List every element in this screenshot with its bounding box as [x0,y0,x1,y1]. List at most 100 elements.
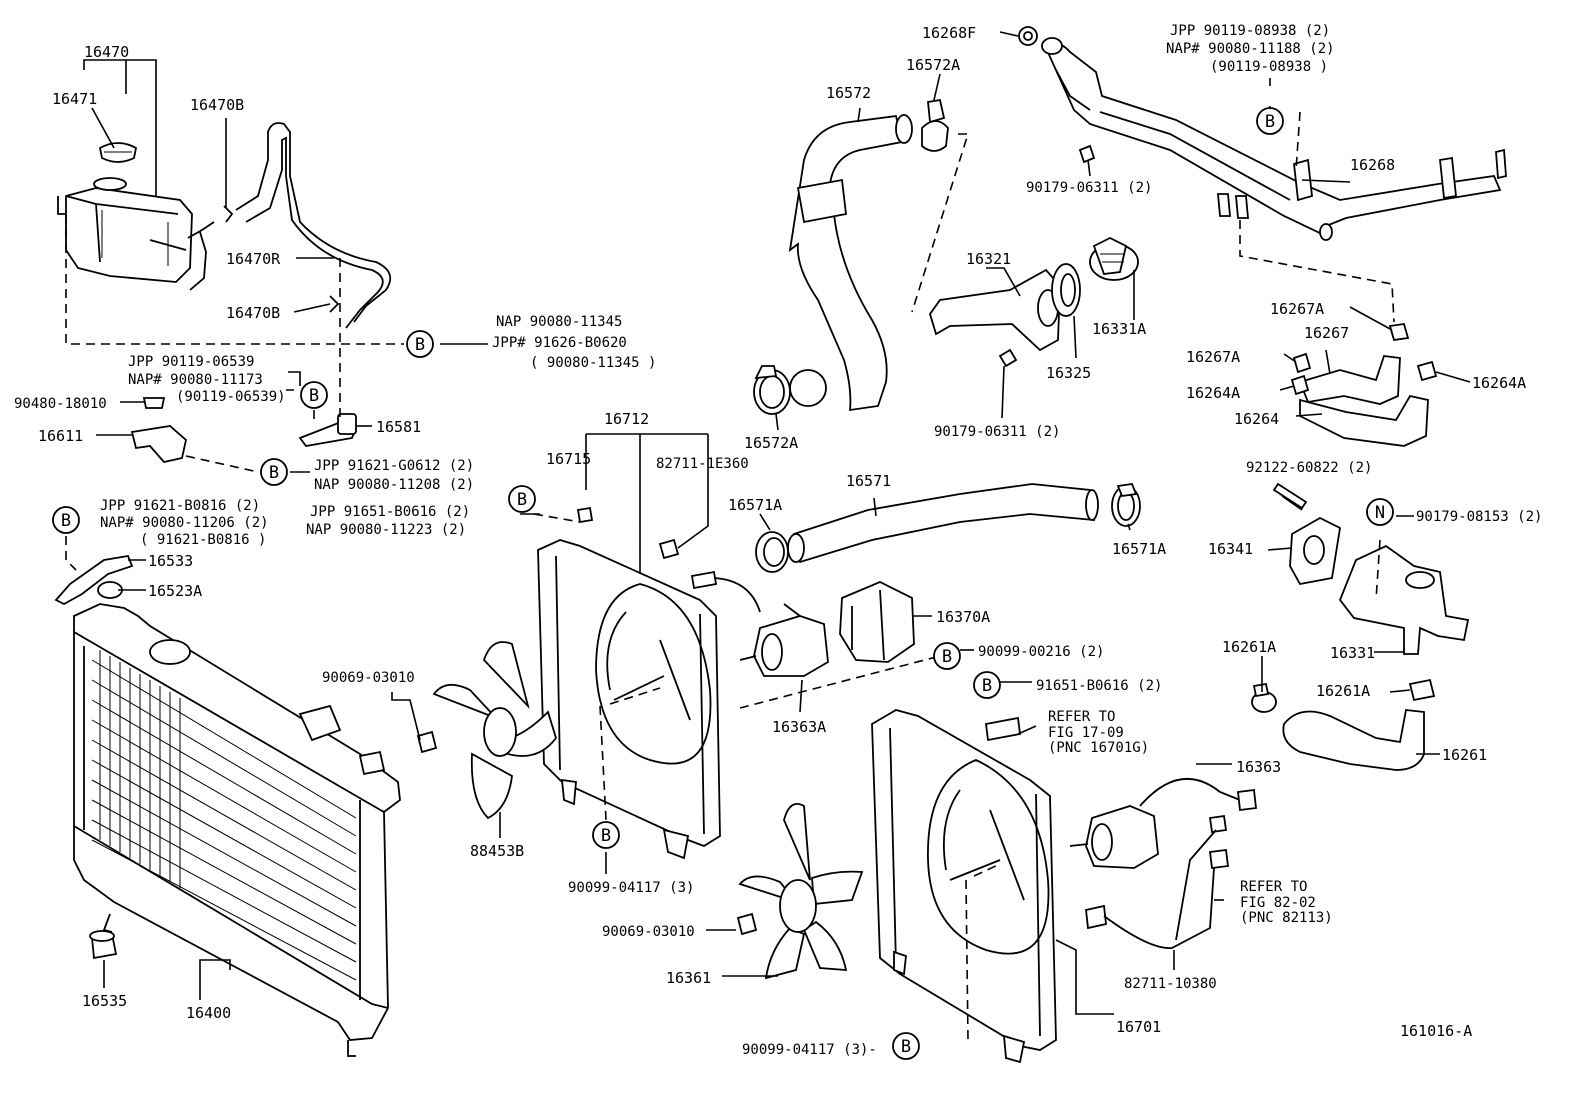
hose-clamp-16571a-left [755,531,789,573]
label-16267a-mid: 16267A [1186,348,1240,366]
label-alt-11345: ( 90080-11345 ) [530,355,656,371]
label-16571a-left: 16571A [728,496,782,514]
label-16331: 16331 [1330,644,1375,662]
label-82711-10380: 82711-10380 [1124,976,1217,992]
marker-b-16581 [300,381,328,409]
label-nap-11206: NAP# 90080-11206 (2) [100,515,269,531]
label-16261a-top: 16261A [1222,638,1276,656]
marker-b-b0616-text: B [982,676,992,696]
guide-b-shroud-right [965,863,1001,1041]
label-16331a: 16331A [1092,320,1146,338]
guide-pipe-hose [1239,220,1395,323]
label-jpp-b0616: JPP 91651-B0616 (2) [310,504,470,520]
bolt-90179-b [998,348,1018,368]
water-inlet-16321 [929,268,1061,352]
guide-b-91651 [533,513,581,523]
bolt-90179-a [1078,144,1096,164]
label-alt-08938: (90119-08938 ) [1210,59,1328,75]
bypass-hose-16264 [1299,394,1429,447]
label-16261: 16261 [1442,746,1487,764]
marker-b-16715 [508,485,536,513]
ref-markers: B B B B B B B B B B N [52,107,1394,1060]
connector-82711-1e360 [658,538,680,560]
label-82711-1e360: 82711-1E360 [656,456,749,472]
label-16571: 16571 [846,472,891,490]
radiator [73,603,401,1057]
marker-n-08153-text: N [1375,503,1385,523]
label-16268f: 16268F [922,24,976,42]
fan-motor-cover-16370a [839,581,915,663]
label-16261a-right: 16261A [1316,682,1370,700]
label-refer2-c: (PNC 82113) [1240,910,1333,926]
wire-connector-left [690,570,718,590]
label-nap-11173: NAP# 90080-11173 [128,372,263,388]
label-jpp-b0816: JPP 91621-B0816 (2) [100,498,260,514]
label-16264: 16264 [1234,410,1279,428]
label-16341: 16341 [1208,540,1253,558]
guide-b-shroud-left [599,687,661,821]
label-16523a: 16523A [148,582,202,600]
wire-harness-82711 [1103,867,1215,949]
marker-b-nap-11345-text: B [415,335,425,355]
hose-guide-line [911,133,970,313]
label-16321: 16321 [966,250,1011,268]
bypass-hose-16267 [1298,355,1401,405]
guide-b-00216 [739,655,941,709]
fan-shroud-16701 [871,709,1057,1064]
marker-b-16533-text: B [61,511,71,531]
marker-b-16268 [1256,107,1284,135]
label-16361: 16361 [666,969,711,987]
label-16470b-top: 16470B [190,96,244,114]
clip-16264a-left [1290,374,1310,396]
label-refer1-a: REFER TO [1048,709,1115,725]
label-alt-06539: (90119-06539) [176,389,286,405]
gasket-16268f [1018,26,1038,46]
diagram-code: 161016-A [1400,1022,1472,1040]
label-16363: 16363 [1236,758,1281,776]
label-jpp-06539: JPP 90119-06539 [128,354,254,370]
marker-b-16268-text: B [1265,112,1275,132]
bracket-16611 [130,425,187,463]
label-91651-b0616: 91651-B0616 (2) [1036,678,1162,694]
label-16400: 16400 [186,1004,231,1022]
guide-b-pipe [1295,111,1301,171]
label-16535: 16535 [82,992,127,1010]
label-16572a-bot: 16572A [744,434,798,452]
water-hose-16261 [1282,709,1425,771]
hose-clip-16470b [223,205,340,313]
part-labels: 16470 16471 16470B 16470R 16470B NAP 900… [14,23,1542,1058]
clip-90480 [142,397,166,409]
overflow-hose [235,122,392,329]
marker-b-b0616 [973,671,1001,699]
label-refer2-b: FIG 82-02 [1240,895,1316,911]
label-alt-b0816: ( 91621-B0816 ) [140,532,266,548]
label-16581: 16581 [376,418,421,436]
label-90480: 90480-18010 [14,396,107,412]
fan-16361 [738,802,864,980]
gasket-16325 [1051,263,1081,317]
label-16533: 16533 [148,552,193,570]
label-90069-a: 90069-03010 [322,670,415,686]
nut-90069-a [416,730,438,754]
marker-b-00216-text: B [942,647,952,667]
water-inlet-16331 [1338,544,1470,655]
hose-clamp-16572a-bot [753,365,791,415]
lower-radiator-hose [787,483,1099,564]
marker-b-04117-right-text: B [901,1037,911,1057]
bracket-16581 [298,413,358,447]
fan-88453b [432,641,557,820]
clip-16264a-right [1416,360,1438,382]
cushion-16535 [89,930,118,960]
label-refer2-a: REFER TO [1240,879,1307,895]
label-jpp-08938: JPP 90119-08938 (2) [1170,23,1330,39]
label-90099-04117-a: 90099-04117 (3) [568,880,694,896]
upper-radiator-hose [788,114,913,412]
label-16572a-top: 16572A [906,56,960,74]
label-16370a: 16370A [936,608,990,626]
hose-clamp-16261a-right [1408,678,1436,702]
label-16470b-bot: 16470B [226,304,280,322]
label-jpp-b0620: JPP# 91626-B0620 [492,335,627,351]
label-16470r: 16470R [226,250,281,268]
fan-motor-16363 [1069,805,1159,869]
label-16267: 16267 [1304,324,1349,342]
